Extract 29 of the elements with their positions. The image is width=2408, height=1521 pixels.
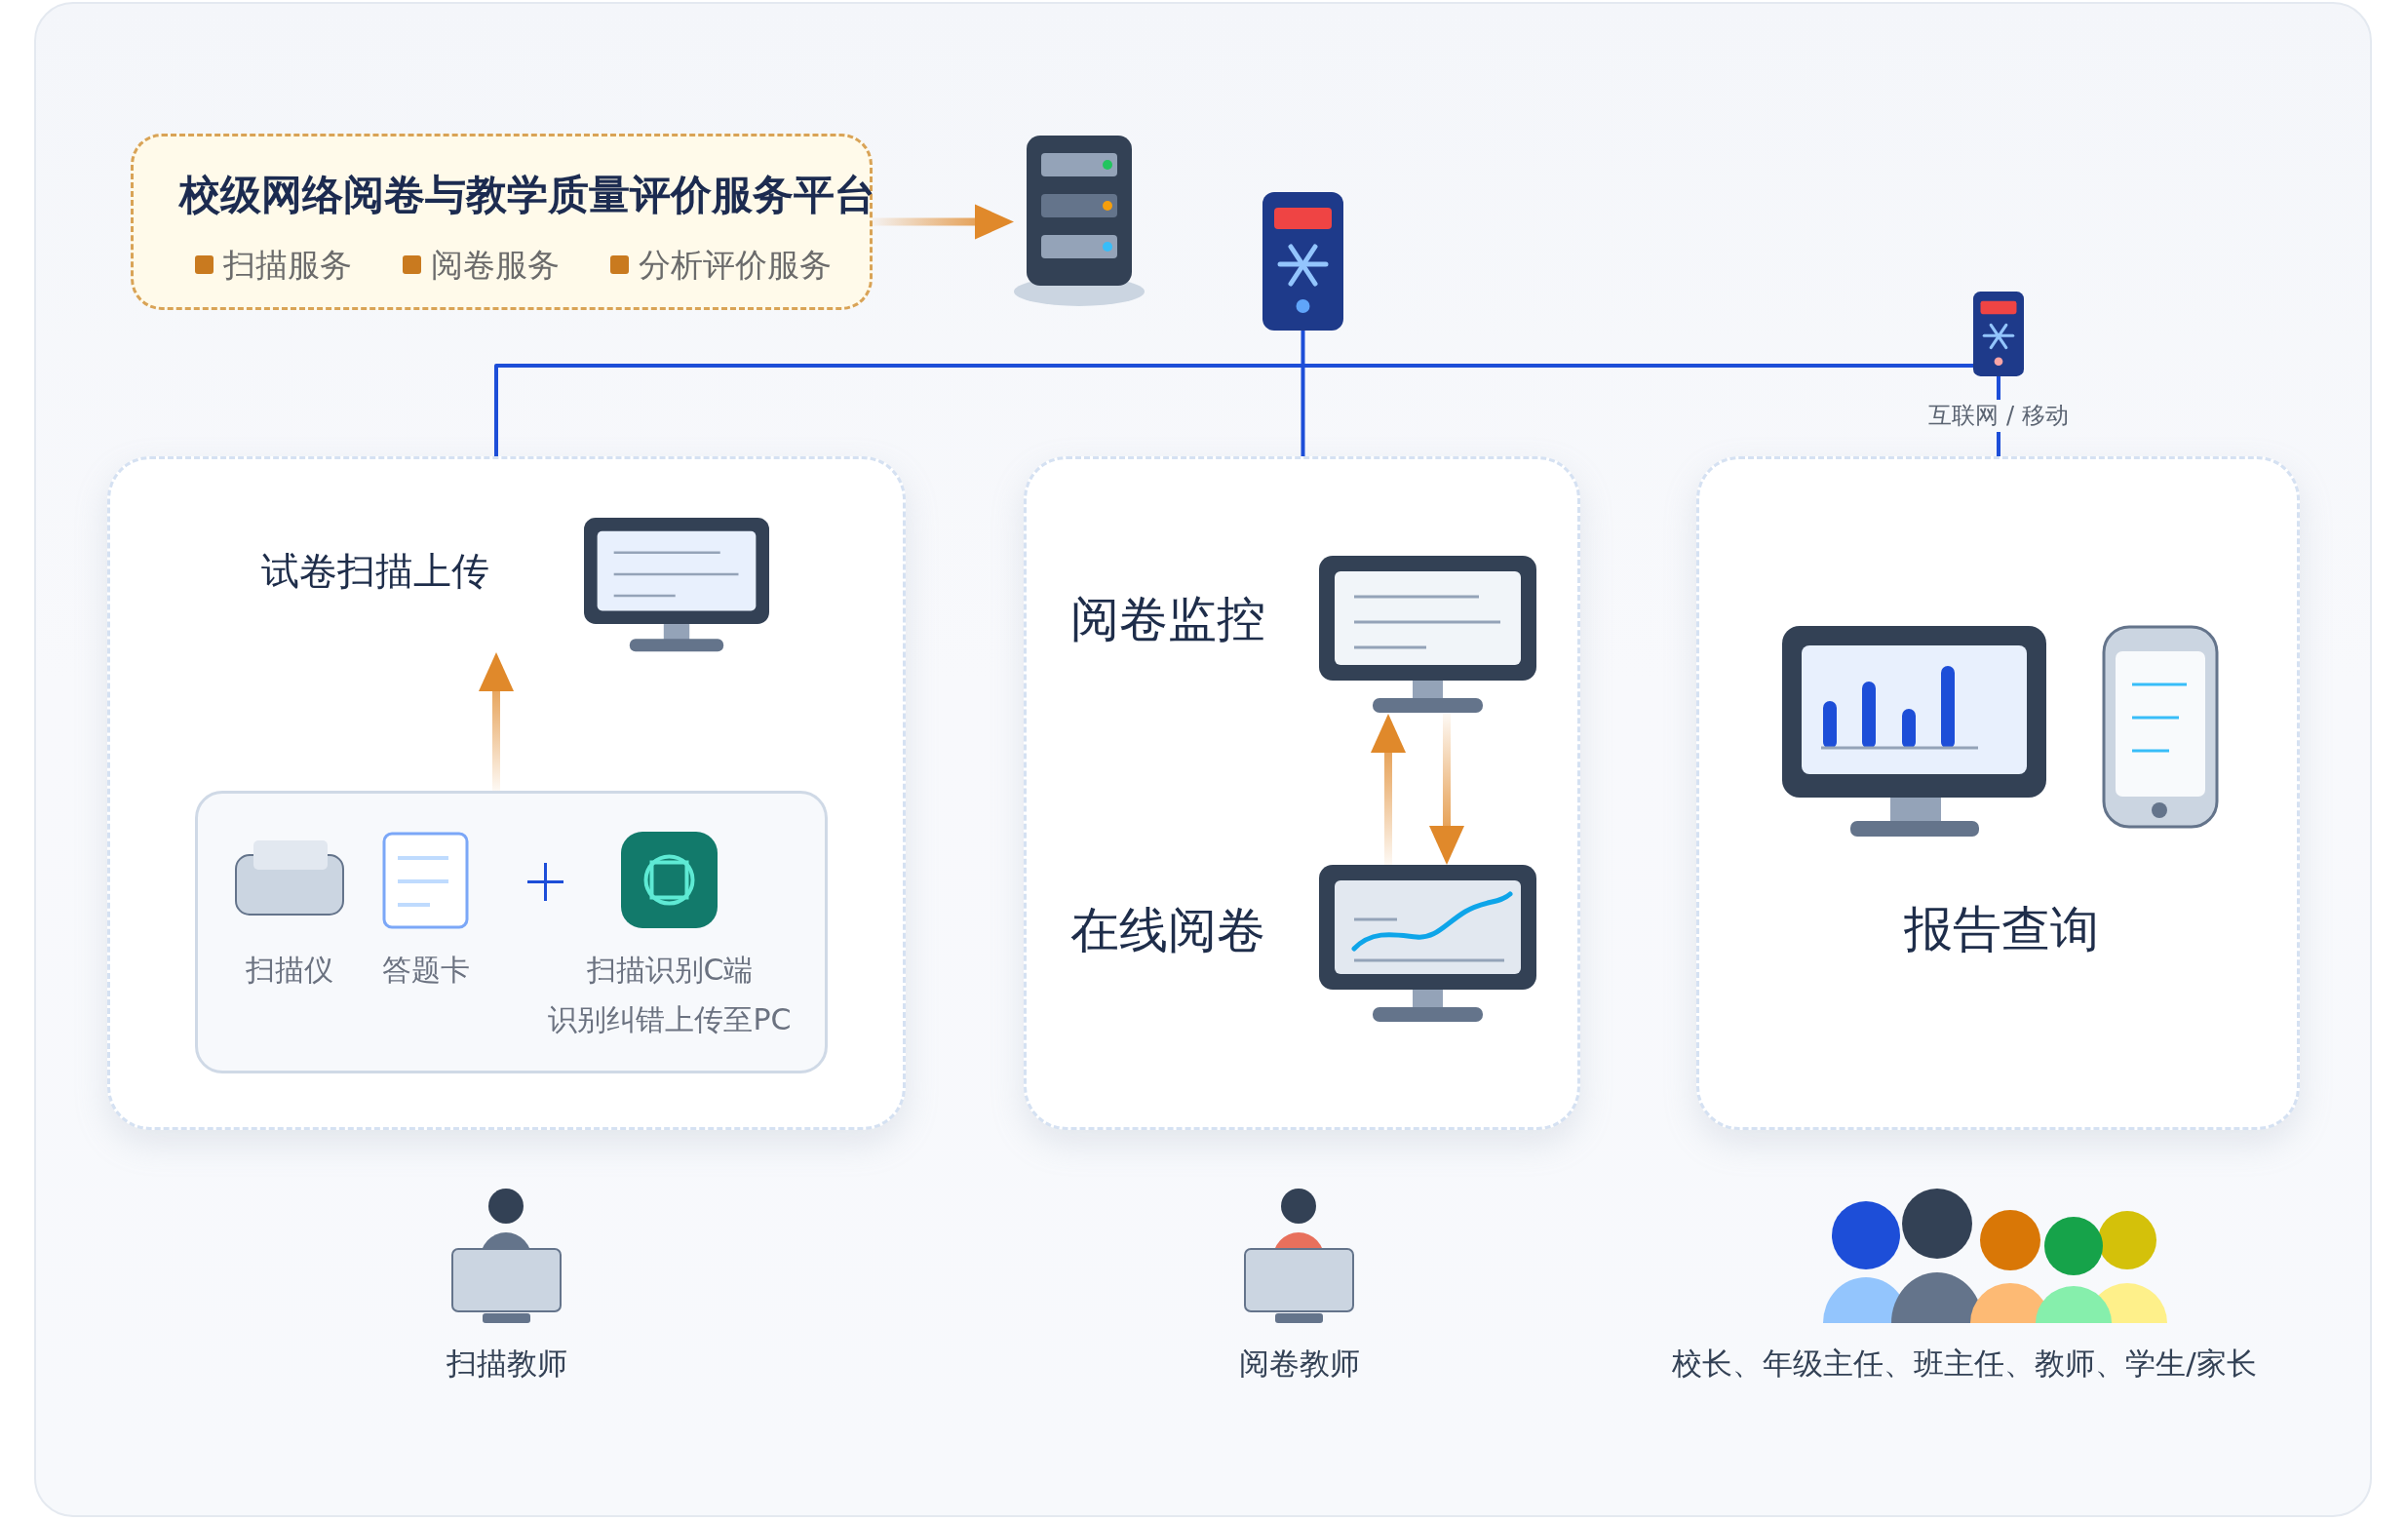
panel-heading: 报告查询 — [1904, 900, 2099, 958]
device-caption: 答题卡 — [382, 953, 470, 988]
panel-heading: 试卷扫描上传 — [261, 548, 489, 595]
network-device-icon — [1973, 292, 2024, 376]
service-label: 扫描服务 — [223, 246, 352, 285]
service-label: 阅卷服务 — [431, 246, 560, 285]
role-label: 校长、年级主任、班主任、教师、学生/家长 — [1672, 1346, 2257, 1383]
panel-heading: 在线阅卷 — [1070, 901, 1265, 959]
device-description: 识别纠错上传至PC — [548, 1002, 792, 1037]
role-label: 扫描教师 — [447, 1346, 567, 1383]
connector-line — [494, 364, 1973, 456]
arrow — [479, 652, 514, 791]
role-label: 阅卷教师 — [1239, 1346, 1360, 1383]
dashed-panel — [1024, 456, 1580, 1130]
arrow — [873, 204, 1014, 240]
dashed-panel — [1696, 456, 2300, 1130]
arrow — [1371, 714, 1406, 865]
platform-panel — [131, 134, 873, 310]
arrow — [1429, 714, 1464, 865]
panel-heading: 阅卷监控 — [1070, 590, 1265, 648]
dashed-panel — [107, 456, 906, 1130]
connector-line — [1301, 331, 1305, 456]
server-icon — [1014, 136, 1145, 307]
service-label: 分析评价服务 — [639, 246, 832, 285]
device-panel — [195, 791, 828, 1073]
platform-title: 校级网络阅卷与教学质量评价服务平台 — [179, 171, 875, 220]
device-caption: 扫描仪 — [246, 953, 333, 988]
network-device-icon — [1262, 192, 1343, 331]
device-caption: 扫描识别C端 — [586, 953, 754, 988]
